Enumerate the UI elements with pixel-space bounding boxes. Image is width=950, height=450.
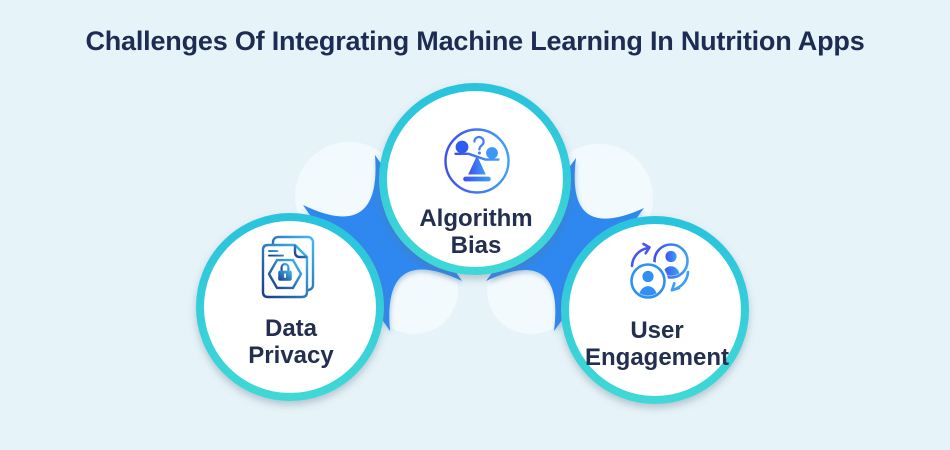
connector-right	[486, 158, 644, 331]
label-data-privacy-line2: Privacy	[248, 342, 334, 369]
label-data-privacy-line1: Data	[265, 315, 318, 342]
node-circle-data-privacy	[196, 213, 384, 401]
users-sync-icon	[628, 242, 690, 301]
page-title: Challenges Of Integrating Machine Learni…	[85, 26, 865, 56]
lock-shackle	[280, 262, 290, 271]
connector-left	[303, 155, 462, 331]
user-avatar-bottom	[630, 263, 666, 299]
document-fold-corner	[293, 245, 307, 259]
question-mark-glyph	[473, 135, 485, 151]
label-user-engagement-line2: Engagement	[585, 344, 729, 371]
document-text-lines	[268, 250, 284, 257]
balance-weight-right	[486, 147, 498, 159]
balance-weight-left	[455, 140, 469, 154]
label-algorithm-bias-line2: Bias	[451, 232, 502, 259]
documents-lock-icon	[261, 235, 315, 299]
label-algorithm-bias-line1: Algorithm	[419, 205, 532, 232]
balance-question-icon	[444, 128, 510, 194]
lock-keyhole	[284, 273, 286, 278]
node-circles	[196, 83, 749, 404]
sync-arrows	[630, 242, 690, 292]
balance-base	[463, 176, 491, 182]
node-labels: Algorithm Bias Data Privacy User Engagem…	[248, 205, 729, 371]
node-circle-user-engagement	[561, 216, 749, 404]
label-user-engagement-line1: User	[630, 317, 683, 344]
balance-pedestal	[468, 155, 486, 175]
